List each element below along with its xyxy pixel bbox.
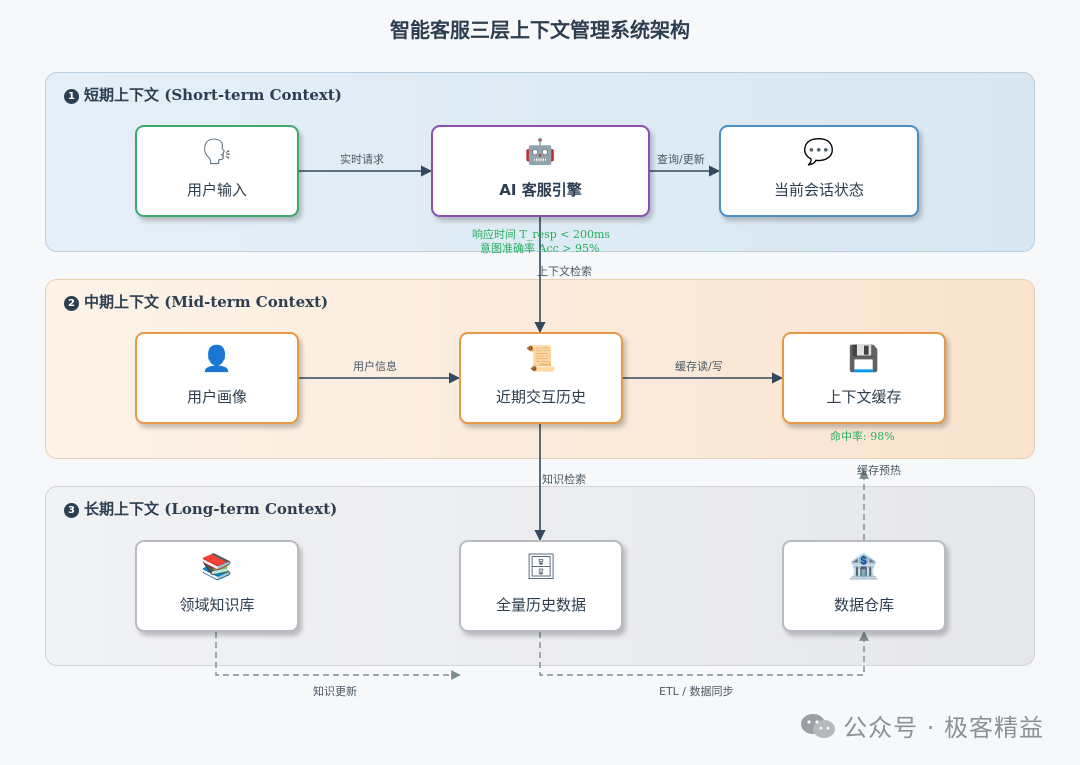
short-term-layer-title: 1 短期上下文 (Short-term Context)	[64, 84, 342, 105]
edge-label-cache-rw: 缓存读/写	[675, 360, 723, 373]
node-label: 领域知识库	[179, 596, 255, 614]
node-label: 全量历史数据	[495, 596, 586, 614]
robot-icon: 🤖	[524, 137, 557, 166]
node-label: AI 客服引擎	[499, 181, 582, 199]
long-term-layer-title: 3 长期上下文 (Long-term Context)	[64, 498, 337, 519]
file-cabinet-icon: 🗄	[525, 552, 557, 581]
metric-response-time: 响应时间 T_resp < 200ms	[472, 228, 611, 241]
wechat-icon	[801, 714, 836, 738]
scroll-icon: 📜	[525, 344, 557, 373]
node-label: 当前会话状态	[773, 181, 864, 199]
layer-number-badge: 3	[64, 503, 79, 518]
layer-number-badge: 2	[64, 296, 79, 311]
edge-label-etl-sync: ETL / 数据同步	[659, 685, 734, 698]
node-label: 用户画像	[186, 388, 247, 406]
mid-term-layer-title: 2 中期上下文 (Mid-term Context)	[64, 291, 328, 312]
mid-term-layer-label: 中期上下文 (Mid-term Context)	[84, 293, 329, 311]
node-data-warehouse[interactable]: 🏦 数据仓库	[782, 540, 946, 632]
edge-label-knowledge-retrieval: 知识检索	[542, 473, 586, 486]
node-full-history[interactable]: 🗄 全量历史数据	[459, 540, 623, 632]
floppy-disk-icon: 💾	[848, 344, 880, 373]
edge-label-knowledge-update: 知识更新	[313, 685, 357, 698]
short-term-layer-label: 短期上下文 (Short-term Context)	[84, 86, 342, 104]
speech-bubble-icon: 💬	[803, 137, 835, 166]
metric-intent-accuracy: 意图准确率 Acc > 95%	[480, 242, 600, 255]
edge-label-query-update: 查询/更新	[657, 153, 705, 166]
node-label: 上下文缓存	[826, 388, 902, 406]
books-icon: 📚	[201, 552, 233, 581]
long-term-layer-label: 长期上下文 (Long-term Context)	[84, 500, 338, 518]
node-session-state[interactable]: 💬 当前会话状态	[719, 125, 919, 217]
speaking-head-icon: 🗣	[201, 137, 233, 166]
node-context-cache[interactable]: 💾 上下文缓存	[782, 332, 946, 424]
metric-hit-rate: 命中率: 98%	[830, 430, 895, 443]
node-knowledge-base[interactable]: 📚 领域知识库	[135, 540, 299, 632]
edge-label-realtime-request: 实时请求	[340, 153, 384, 166]
edge-label-cache-preheat: 缓存预热	[857, 464, 901, 477]
node-recent-history[interactable]: 📜 近期交互历史	[459, 332, 623, 424]
user-silhouette-icon: 👤	[201, 344, 233, 373]
watermark-text: 公众号 · 极客精益	[843, 714, 1044, 742]
bank-icon: 🏦	[848, 552, 880, 581]
node-label: 数据仓库	[833, 596, 894, 614]
node-user-input[interactable]: 🗣 用户输入	[135, 125, 299, 217]
node-ai-engine[interactable]: 🤖 AI 客服引擎	[431, 125, 650, 217]
node-label: 用户输入	[186, 181, 247, 199]
layer-number-badge: 1	[64, 89, 79, 104]
watermark: 公众号 · 极客精益	[799, 708, 1044, 743]
node-label: 近期交互历史	[495, 388, 586, 406]
node-user-profile[interactable]: 👤 用户画像	[135, 332, 299, 424]
edge-label-user-info: 用户信息	[353, 360, 397, 373]
edge-label-context-retrieval: 上下文检索	[537, 265, 592, 278]
page-title: 智能客服三层上下文管理系统架构	[390, 18, 690, 42]
